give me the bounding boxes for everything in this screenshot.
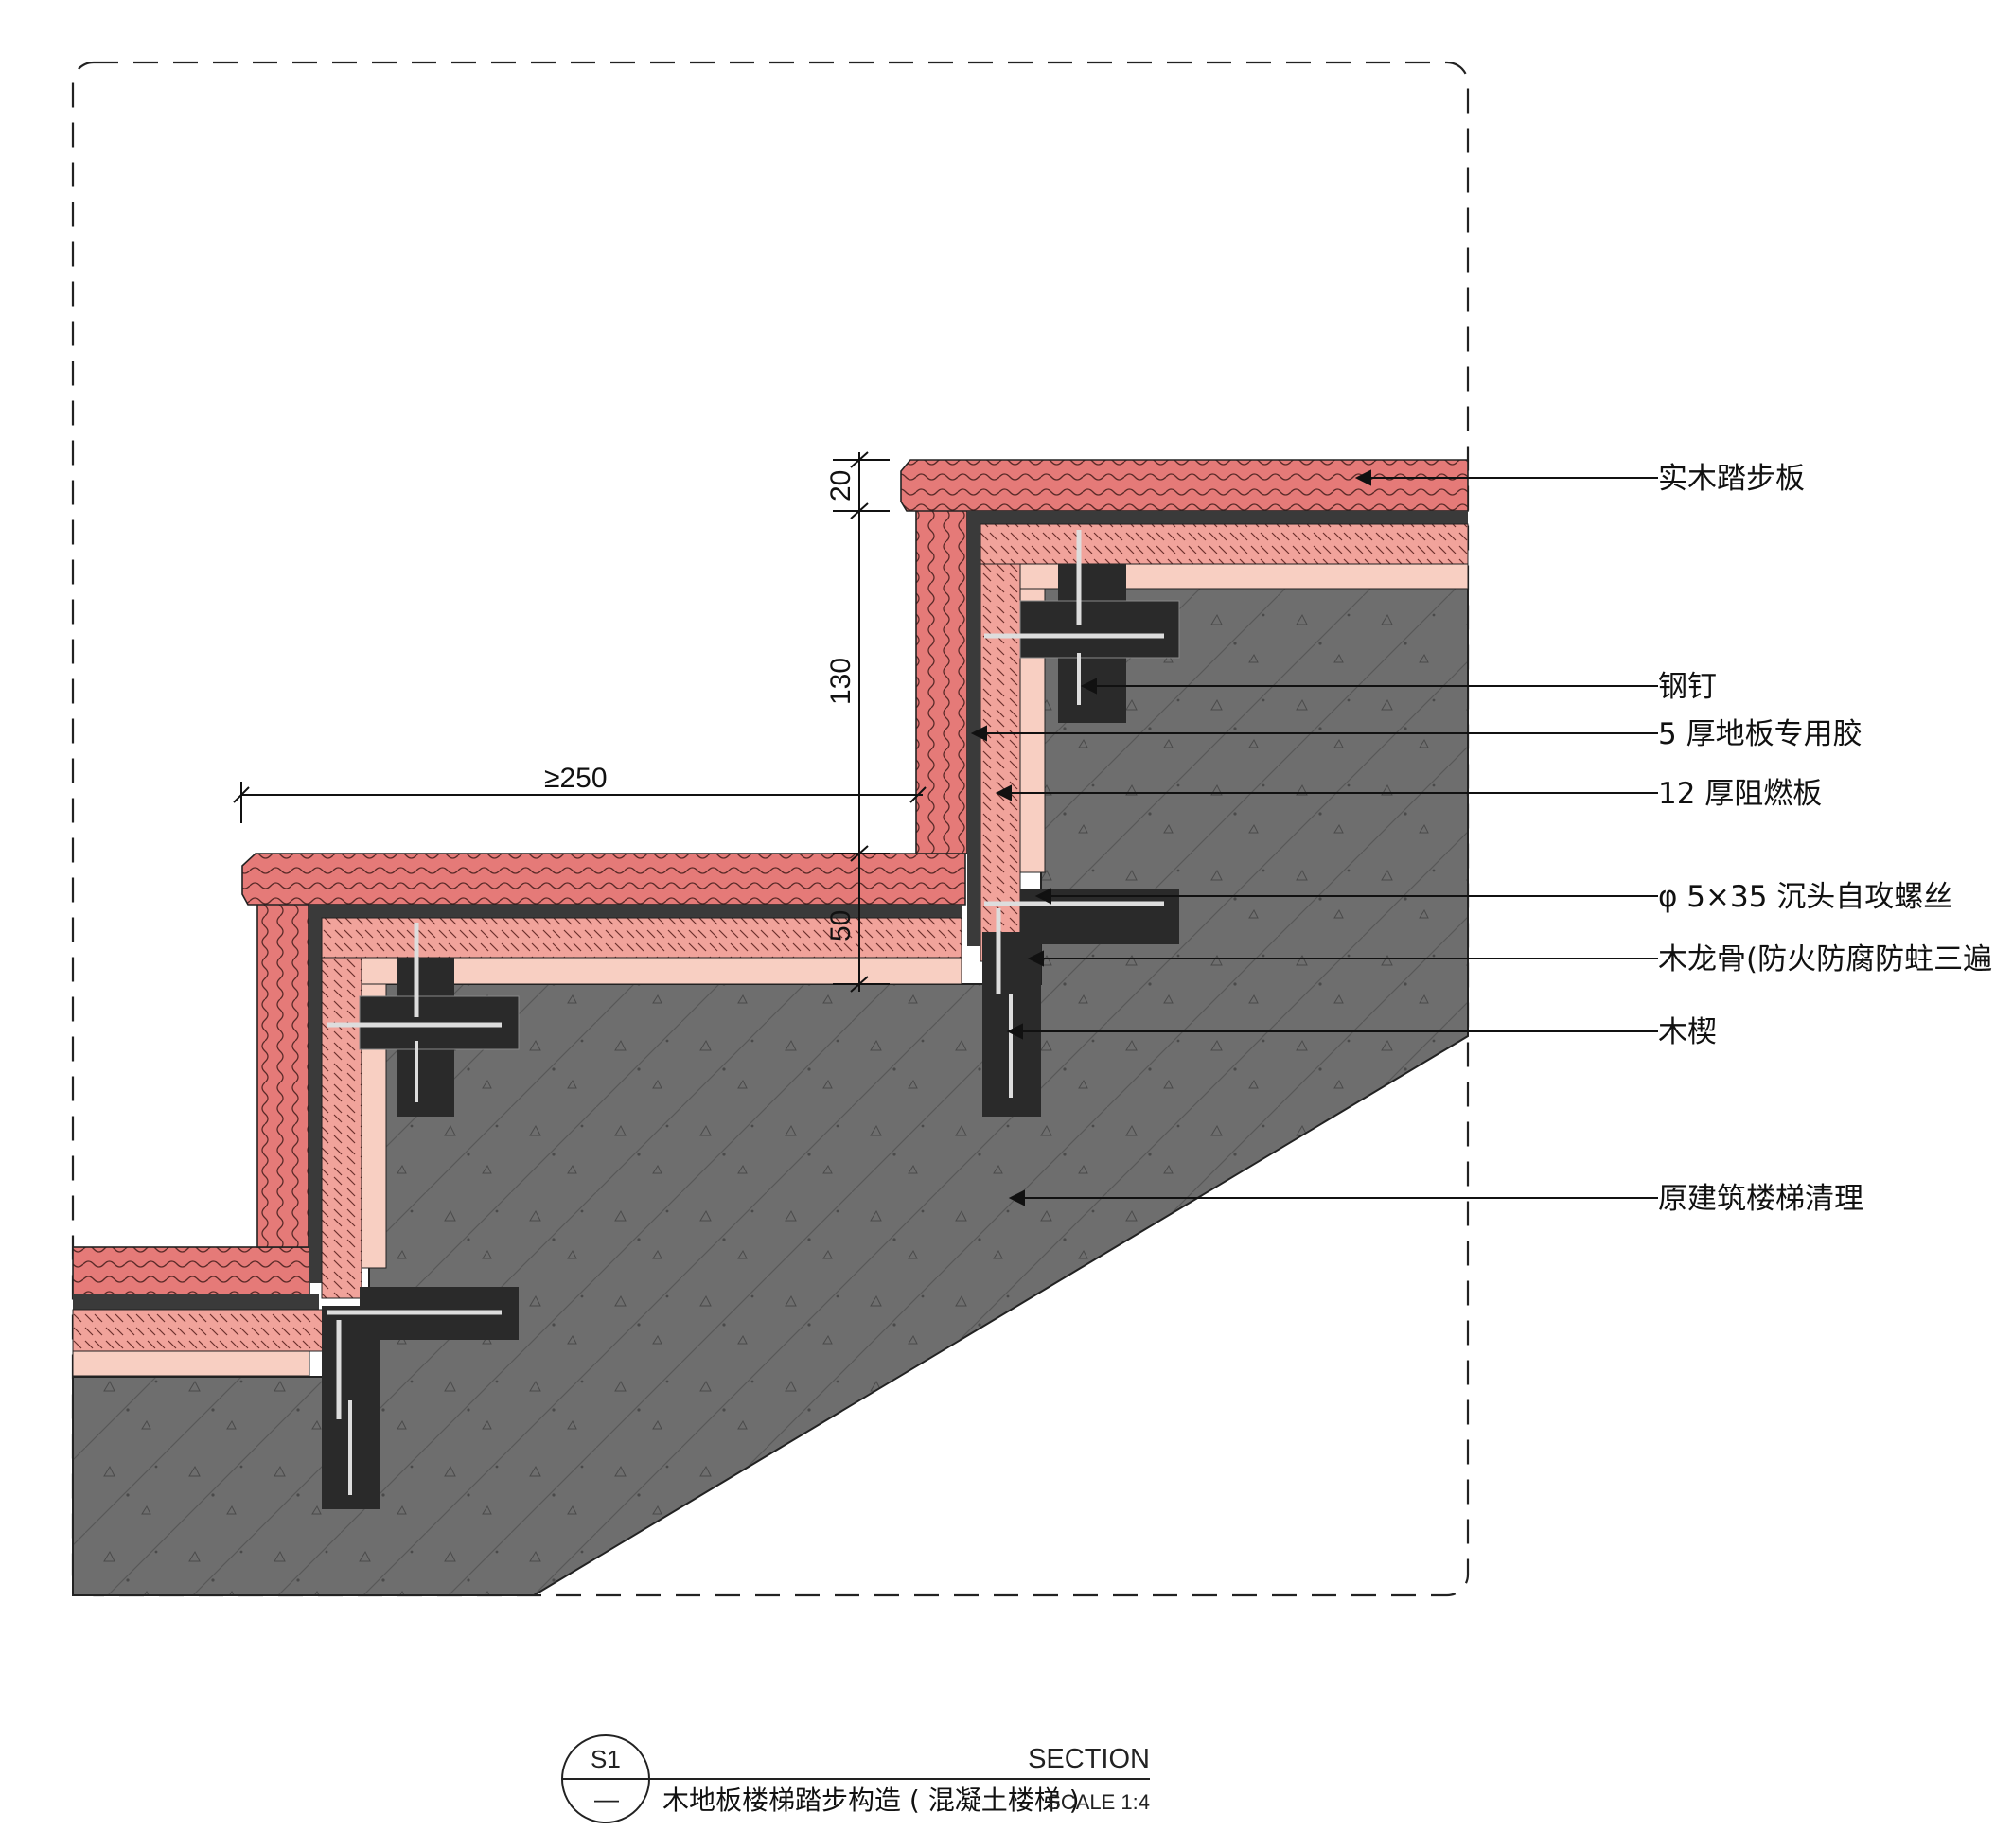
label-steel-nail: 钢钉 xyxy=(1658,670,1717,704)
label-concrete-stair: 原建筑楼梯清理 xyxy=(1658,1182,1863,1216)
title-block: S1 — SECTION 木地板楼梯踏步构造 ( 混凝土楼梯 ) SCALE 1… xyxy=(561,1734,1150,1823)
label-fire-board: 12 厚阻燃板 xyxy=(1658,777,1822,811)
upper-step xyxy=(900,459,1469,1117)
leader-lines xyxy=(970,469,1658,1206)
dim-riser-height: 130 xyxy=(825,658,856,705)
section-bubble-sheet: — xyxy=(594,1785,619,1813)
section-bubble-number: S1 xyxy=(591,1745,621,1773)
drawing-title: 木地板楼梯踏步构造 ( 混凝土楼梯 ) xyxy=(662,1785,1080,1816)
dimension-lines xyxy=(233,451,927,993)
section-word: SECTION xyxy=(1028,1744,1150,1774)
lower-floor-buildup xyxy=(72,1246,329,1377)
detail-boundary xyxy=(71,61,1470,1597)
dim-lower-offset: 50 xyxy=(825,910,856,942)
dim-tread-thickness: 20 xyxy=(825,470,856,502)
label-wood-joist: 木龙骨(防火防腐防蛀三遍 ) xyxy=(1658,942,1995,977)
label-wood-wedge: 木楔 xyxy=(1658,1015,1717,1049)
middle-step xyxy=(241,853,966,1509)
label-floor-adhesive: 5 厚地板专用胶 xyxy=(1658,717,1863,751)
label-solid-wood-tread: 实木踏步板 xyxy=(1658,462,1805,496)
drawing-scale: SCALE 1:4 xyxy=(1047,1790,1150,1814)
dim-tread-depth: ≥250 xyxy=(544,763,608,794)
label-countersunk-screw: φ 5×35 沉头自攻螺丝 xyxy=(1658,880,1952,914)
